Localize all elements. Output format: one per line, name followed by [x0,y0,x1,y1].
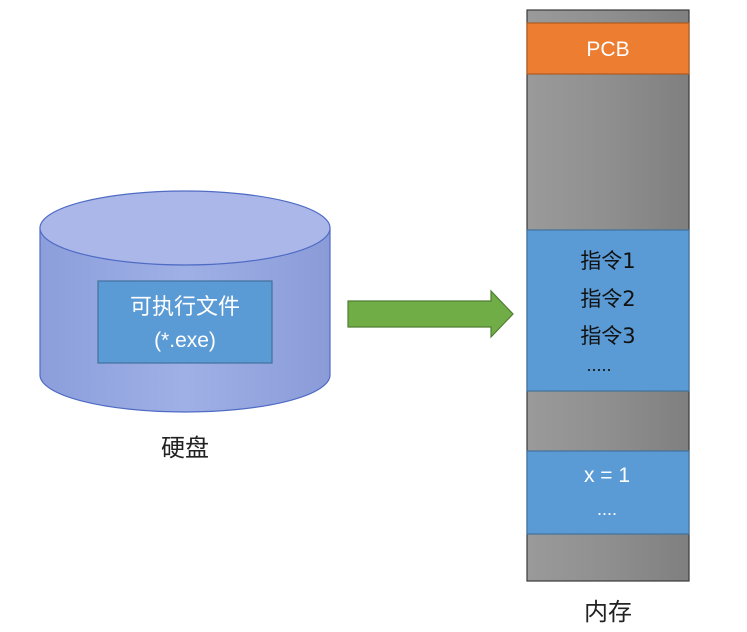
memory-caption: 内存 [584,598,632,626]
load-arrow [347,289,514,339]
disk-caption: 硬盘 [161,434,209,462]
file-extension-label: (*.exe) [154,329,216,352]
data-ellipsis: .... [597,499,617,519]
disk-top [39,190,331,266]
memory-column: PCB 指令1 指令2 指令3 ..... x = 1 .... [526,9,690,582]
instruction-2: 指令2 [580,287,635,311]
file-box [97,280,273,364]
data-block [526,450,690,535]
pcb-label: PCB [586,38,629,61]
executable-file-box: 可执行文件 (*.exe) [97,280,273,364]
pcb-block [526,22,690,75]
instruction-ellipsis: ..... [586,355,611,375]
data-variable: x = 1 [584,464,630,487]
file-name-label: 可执行文件 [130,295,240,320]
instruction-1: 指令1 [580,249,635,273]
instructions-block [526,229,690,392]
instruction-3: 指令3 [580,324,635,348]
